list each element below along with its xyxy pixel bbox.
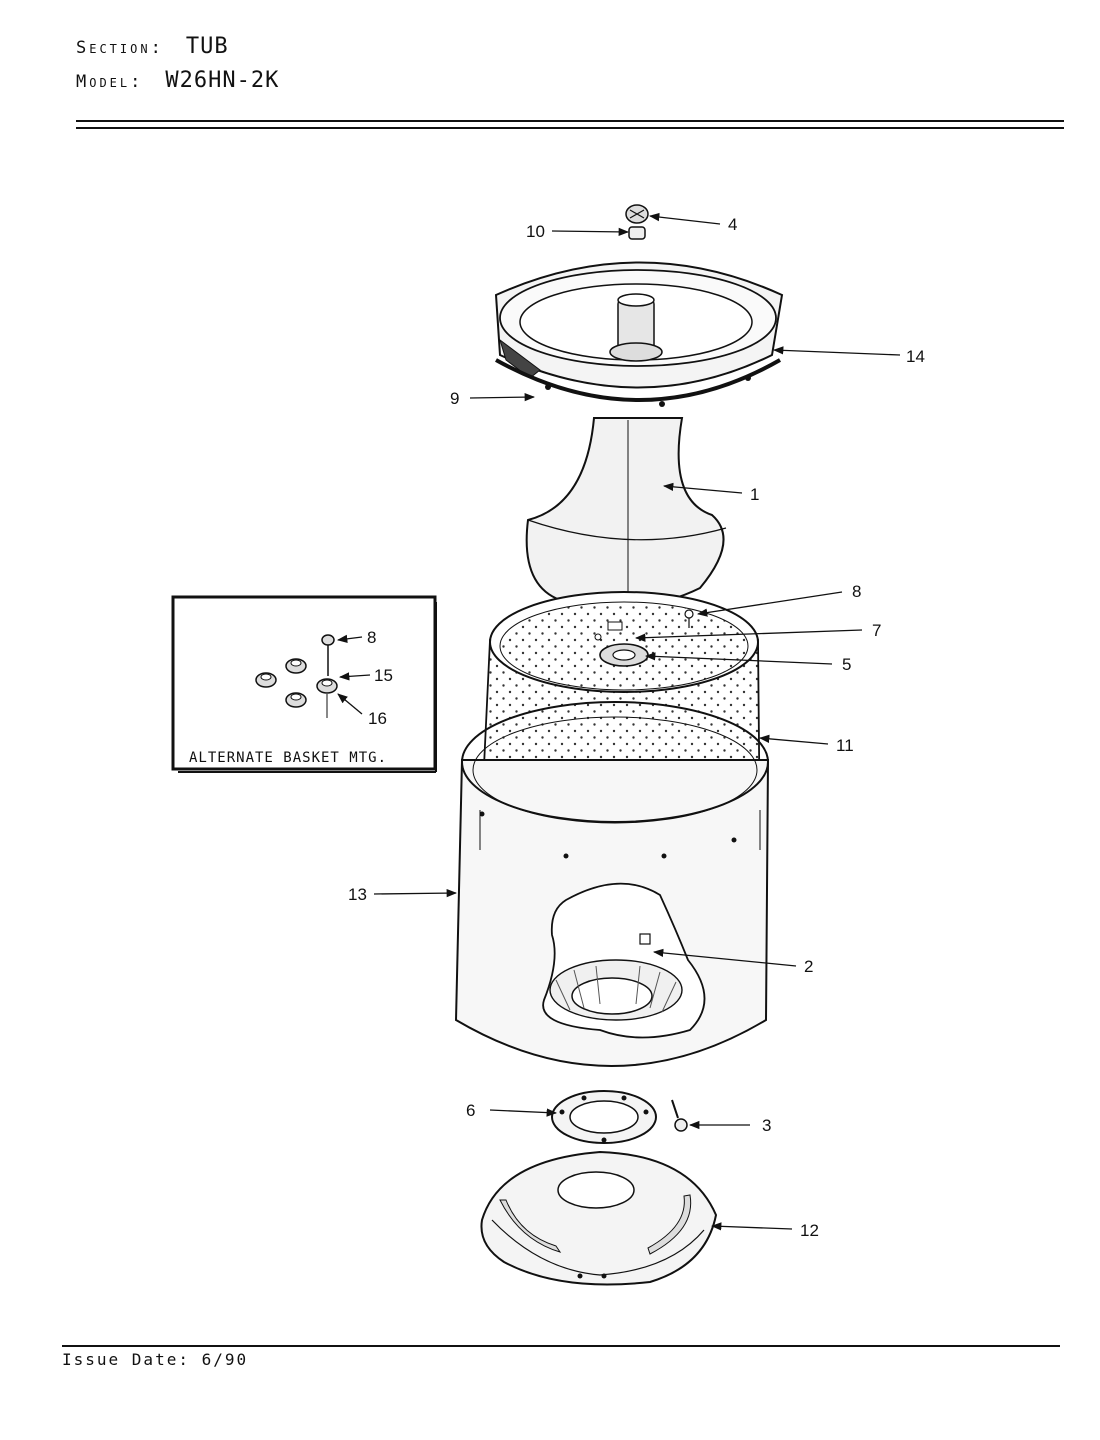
callout-5: 5	[842, 655, 851, 674]
callout-9: 9	[450, 389, 459, 408]
callout-13: 13	[348, 885, 367, 904]
inset-caption: ALTERNATE BASKET MTG.	[189, 750, 387, 766]
part-13-outer-tub	[454, 701, 770, 1067]
alternate-basket-inset: 8 15 16 ALTERNATE BASKET MTG.	[171, 595, 437, 773]
inset-callout-15: 15	[374, 666, 393, 685]
agitator-shaft	[609, 293, 663, 362]
callout-4: 4	[728, 215, 737, 234]
inset-washer-2	[285, 658, 307, 674]
callout-14: 14	[906, 347, 925, 366]
part-3-screw	[671, 1099, 688, 1132]
callout-11: 11	[836, 736, 854, 755]
part-1-column	[525, 417, 727, 608]
callout-1: 1	[750, 485, 759, 504]
part-10-nut	[628, 226, 646, 240]
callout-3: 3	[762, 1116, 771, 1135]
part-4-cap	[625, 204, 649, 224]
footer-rule	[62, 1345, 1060, 1347]
section-value: TUB	[185, 34, 229, 59]
callout-7: 7	[872, 621, 881, 640]
model-heading: Model: W26HN-2K	[76, 68, 279, 93]
inset-washer-1	[255, 672, 277, 688]
header-rule-bottom	[76, 127, 1064, 129]
inset-washer-3	[285, 692, 307, 708]
callout-6: 6	[466, 1101, 475, 1120]
inset-bolt	[321, 634, 335, 676]
header-rule-top	[76, 120, 1064, 122]
section-heading: Section: TUB	[76, 34, 229, 59]
callout-10: 10	[526, 222, 545, 241]
inset-callout-8: 8	[367, 628, 376, 647]
callout-2: 2	[804, 957, 813, 976]
issue-date: Issue Date: 6/90	[62, 1350, 249, 1369]
callout-12: 12	[800, 1221, 819, 1240]
callout-8: 8	[852, 582, 861, 601]
part-9-gasket	[495, 358, 781, 402]
section-key: Section:	[76, 38, 164, 58]
part-6-flange	[551, 1090, 657, 1144]
inset-grommet	[316, 678, 338, 718]
part-12-base	[480, 1150, 718, 1286]
model-key: Model:	[76, 72, 144, 92]
model-value: W26HN-2K	[165, 68, 280, 93]
leader-lines	[373, 212, 901, 1231]
inset-callout-16: 16	[368, 709, 387, 728]
